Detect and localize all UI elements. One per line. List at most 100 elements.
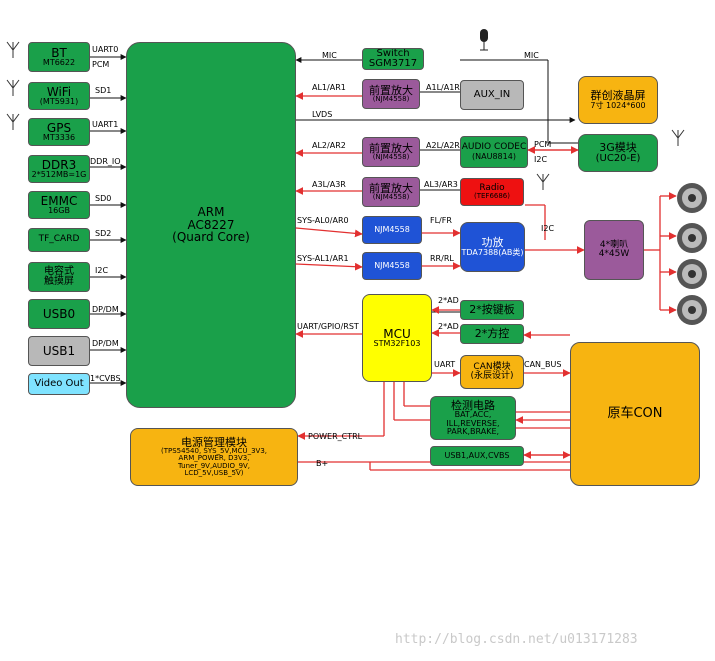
gps-module: GPS MT3336 — [28, 118, 90, 146]
label-pcm-3g: PCM — [534, 140, 552, 149]
antenna-icon — [6, 113, 20, 130]
njm4558-2: NJM4558 — [362, 252, 422, 280]
njm4558-1: NJM4558 — [362, 216, 422, 244]
touch-line2: 触摸屏 — [44, 276, 74, 287]
emmc-module: EMMC 16GB — [28, 191, 90, 219]
label-mic-arm: MIC — [322, 51, 337, 60]
label-al2: AL2/AR2 — [312, 141, 346, 150]
lcd-line1: 群创液晶屏 — [590, 89, 646, 103]
amplifier-module: 功放 TDA7388(AB类) — [460, 222, 525, 272]
steering-control-module: 2*方控 — [460, 324, 524, 344]
arm-line3: (Quard Core) — [172, 230, 250, 245]
label-uart1: UART1 — [92, 120, 119, 129]
label-sys0: SYS-AL0/AR0 — [297, 216, 349, 225]
amp-line1: 功放 — [481, 236, 504, 250]
label-ad-keys: 2*AD — [438, 296, 459, 305]
bt-module: BT MT6622 — [28, 42, 90, 72]
radio-line2: (TEF6686) — [473, 192, 510, 201]
preamp-3: 前置放大 (NJM4558) — [362, 177, 420, 207]
bt-chip: MT6622 — [42, 58, 76, 68]
audio-codec-module: AUDIO CODEC (NAU8814) — [460, 136, 528, 168]
video-out-label: Video Out — [34, 377, 84, 389]
car-connector-label: 原车CON — [607, 406, 663, 422]
aux-in-label: AUX_IN — [473, 88, 511, 100]
speaker-icon — [677, 295, 707, 325]
label-sd2: SD2 — [95, 229, 112, 238]
label-sd1: SD1 — [95, 86, 112, 95]
speaker-block: 4*喇叭 4*45W — [584, 220, 644, 280]
label-mic-switch: MIC — [524, 51, 539, 60]
label-sys1: SYS-AL1/AR1 — [297, 254, 349, 263]
preamp-2-chip: (NJM4558) — [372, 153, 410, 162]
preamp-1-chip: (NJM4558) — [372, 95, 410, 104]
label-al3: AL3/AR3 — [424, 180, 458, 189]
njm4558-2-label: NJM4558 — [374, 260, 410, 270]
ddr3-label: DDR3 — [41, 157, 77, 172]
label-a2l: A2L/A2R — [426, 141, 460, 150]
lcd-module: 群创液晶屏 7寸 1024*600 — [578, 76, 658, 124]
arm-line1: ARM — [197, 205, 225, 220]
detection-circuit: 检测电路 BAT,ACC, ILL,REVERSE, PARK,BRAKE, — [430, 396, 516, 440]
3g-module: 3G模块 (UC20-E) — [578, 134, 658, 172]
label-sd0: SD0 — [95, 194, 112, 203]
antenna-icon — [6, 79, 20, 96]
preamp-1-title: 前置放大 — [369, 83, 413, 97]
usb0-module: USB0 — [28, 299, 90, 329]
switch-module: Switch SGM3717 — [362, 48, 424, 70]
speaker-line1: 4*喇叭 — [599, 239, 629, 250]
3g-line2: (UC20-E) — [595, 152, 641, 164]
label-uart0: UART0 — [92, 45, 119, 54]
lcd-line2: 7寸 1024*600 — [590, 100, 646, 110]
arm-line2: AC8227 — [187, 217, 235, 232]
tfcard-label: TF_CARD — [38, 234, 80, 245]
mcu-module: MCU STM32F103 — [362, 294, 432, 382]
video-out-module: Video Out — [28, 373, 90, 395]
amp-line2: TDA7388(AB类) — [461, 247, 524, 257]
steering-label: 2*方控 — [474, 327, 510, 341]
label-rrrl: RR/RL — [430, 254, 454, 263]
can-line2: (永辰设计) — [470, 371, 514, 381]
power-line3: ARM_POWER, D3V3, — [178, 454, 250, 463]
preamp-3-title: 前置放大 — [369, 181, 413, 195]
radio-line1: Radio — [479, 182, 505, 193]
wifi-label: WiFi — [46, 84, 72, 99]
label-canbus: CAN_BUS — [524, 360, 562, 369]
keypad-label: 2*按键板 — [469, 303, 515, 317]
emmc-label: EMMC — [40, 193, 78, 208]
usb1-module: USB1 — [28, 336, 90, 366]
arm-soc: ARM AC8227 (Quard Core) — [126, 42, 296, 408]
label-i2c-touch: I2C — [95, 266, 109, 275]
gps-chip: MT3336 — [42, 133, 76, 143]
usb-aux-cvbs-module: USB1,AUX,CVBS — [430, 446, 524, 466]
power-line1: 电源管理模块 — [181, 435, 247, 449]
detect-line4: PARK,BRAKE, — [446, 426, 500, 436]
ddr3-module: DDR3 2*512MB=1G — [28, 155, 90, 183]
label-pcm-bt: PCM — [92, 60, 110, 69]
ddr3-capacity: 2*512MB=1G — [31, 170, 87, 180]
label-a3l: A3L/A3R — [312, 180, 346, 189]
label-dpdm-usb0: DP/DM — [92, 305, 119, 314]
can-line1: CAN模块 — [473, 361, 511, 372]
emmc-capacity: 16GB — [48, 206, 70, 216]
preamp-1: 前置放大 (NJM4558) — [362, 79, 420, 109]
preamp-2-title: 前置放大 — [369, 141, 413, 155]
detect-line2: BAT,ACC, — [454, 410, 492, 420]
label-bplus: B+ — [316, 459, 329, 468]
power-line5: LCD_5V,USB_5V) — [184, 469, 244, 478]
detect-line1: 检测电路 — [451, 398, 495, 412]
touch-line1: 电容式 — [44, 265, 74, 277]
touch-panel-module: 电容式 触摸屏 — [28, 262, 90, 292]
preamp-2: 前置放大 (NJM4558) — [362, 137, 420, 167]
label-dpdm-usb1: DP/DM — [92, 339, 119, 348]
label-uart-gpio: UART/GPIO/RST — [297, 322, 359, 331]
preamp-3-chip: (NJM4558) — [372, 193, 410, 202]
gps-label: GPS — [46, 120, 72, 135]
keypad-module: 2*按键板 — [460, 300, 524, 320]
antenna-icon — [6, 41, 20, 58]
label-power-ctrl: POWER_CTRL — [308, 432, 363, 441]
bt-label: BT — [51, 45, 67, 60]
speaker-icon — [677, 223, 707, 253]
usb1-label: USB1 — [42, 343, 76, 358]
label-ad-steering: 2*AD — [438, 322, 459, 331]
switch-line1: Switch — [376, 48, 410, 59]
